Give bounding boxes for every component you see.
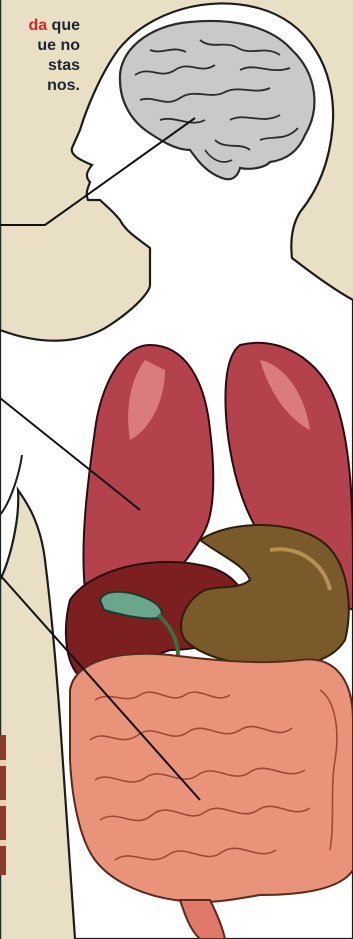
anatomy-diagram — [0, 0, 353, 939]
